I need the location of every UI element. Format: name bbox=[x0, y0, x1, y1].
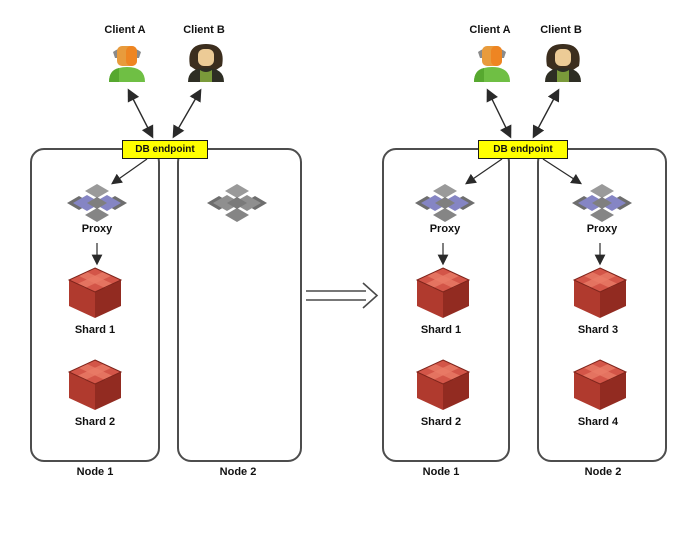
proxy-label: Proxy bbox=[586, 223, 618, 235]
shard-label: Shard 1 bbox=[420, 324, 462, 336]
node-1-label: Node 1 bbox=[76, 466, 114, 478]
after-node-2-box bbox=[537, 148, 667, 462]
after-node-1-box bbox=[382, 148, 510, 462]
client-b-label: Client B bbox=[183, 24, 225, 36]
shard-label: Shard 3 bbox=[577, 324, 619, 336]
client-a-label: Client A bbox=[104, 24, 146, 36]
proxy-icon bbox=[415, 184, 475, 222]
proxy-label: Proxy bbox=[81, 223, 113, 235]
client-a-avatar-icon bbox=[109, 46, 145, 82]
shard-icon bbox=[416, 267, 470, 319]
shard-label: Shard 2 bbox=[74, 416, 116, 428]
before-node-1-box bbox=[30, 148, 160, 462]
client-b-label: Client B bbox=[540, 24, 582, 36]
shard-icon bbox=[416, 359, 470, 411]
client-b-avatar-icon bbox=[545, 44, 581, 82]
shard-icon bbox=[68, 267, 122, 319]
proxy-icon bbox=[572, 184, 632, 222]
client-a-label: Client A bbox=[469, 24, 511, 36]
db-endpoint: DB endpoint bbox=[478, 140, 568, 159]
transition-arrow-icon bbox=[306, 282, 379, 309]
shard-icon bbox=[573, 267, 627, 319]
client-b-avatar-icon bbox=[188, 44, 224, 82]
shard-label: Shard 4 bbox=[577, 416, 619, 428]
before-node-2-box bbox=[177, 148, 302, 462]
shard-label: Shard 1 bbox=[74, 324, 116, 336]
db-endpoint: DB endpoint bbox=[122, 140, 208, 159]
proxy-icon bbox=[67, 184, 127, 222]
shard-icon bbox=[573, 359, 627, 411]
node-2-label: Node 2 bbox=[584, 466, 622, 478]
shard-label: Shard 2 bbox=[420, 416, 462, 428]
proxy-label: Proxy bbox=[429, 223, 461, 235]
inactive-proxy-icon bbox=[207, 184, 267, 222]
node-2-label: Node 2 bbox=[219, 466, 257, 478]
client-a-avatar-icon bbox=[474, 46, 510, 82]
node-1-label: Node 1 bbox=[422, 466, 460, 478]
shard-icon bbox=[68, 359, 122, 411]
